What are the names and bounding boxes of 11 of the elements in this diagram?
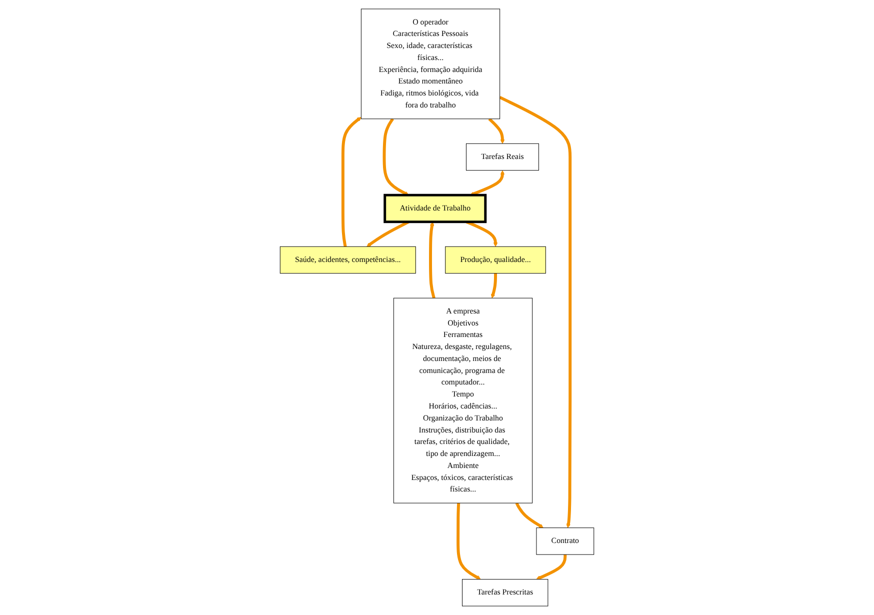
arrow xyxy=(366,220,410,247)
arrow xyxy=(341,117,362,247)
arrow xyxy=(429,222,436,298)
arrow xyxy=(488,118,505,144)
arrow xyxy=(515,502,544,528)
arrow xyxy=(456,503,481,580)
arrow xyxy=(490,273,497,298)
arrow xyxy=(536,554,567,580)
arrow xyxy=(499,96,572,528)
arrow xyxy=(470,170,505,196)
arrow xyxy=(382,118,409,196)
